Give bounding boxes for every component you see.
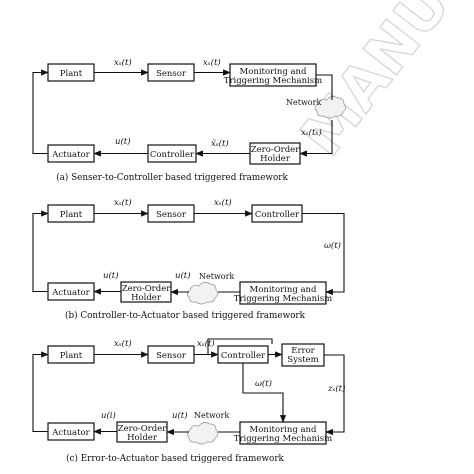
c-arrow-actuator-plant bbox=[32, 351, 49, 433]
c-actuator-block: Actuator bbox=[47, 422, 95, 441]
b-plant-block: Plant bbox=[47, 204, 95, 223]
c-actuator-label: Actuator bbox=[51, 428, 90, 438]
a-zoh-block: Zero-Order Holder bbox=[249, 142, 301, 165]
c-signal-zs: zₛ(t) bbox=[327, 383, 345, 394]
c-plant-label: Plant bbox=[60, 351, 83, 361]
c-signal-omega: ω(t) bbox=[255, 378, 272, 389]
a-monitor-block: Monitoring and Triggering Mechanism bbox=[224, 63, 322, 87]
a-network-label: Network bbox=[286, 98, 321, 107]
c-signal-xs-2: xₛ(t) bbox=[197, 338, 215, 349]
c-signal-u-1: u(t) bbox=[172, 410, 188, 421]
b-controller-block: Controller bbox=[251, 204, 303, 223]
b-signal-omega: ω(t) bbox=[324, 240, 341, 251]
b-zoh-block: Zero-Order Holder bbox=[120, 281, 172, 303]
b-plant-label: Plant bbox=[60, 210, 83, 220]
panel-a: Plant Sensor Monitoring and Triggering M… bbox=[32, 57, 347, 183]
c-link-sensor-error bbox=[207, 338, 273, 355]
c-network-label: Network bbox=[194, 411, 229, 420]
c-zoh-label-1: Zero-Order bbox=[118, 424, 167, 434]
a-sensor-label: Sensor bbox=[156, 69, 187, 79]
a-arrow-actuator-plant bbox=[32, 69, 49, 155]
panel-b: Plant Sensor Controller Monitoring and T… bbox=[32, 197, 345, 321]
c-caption: (c) Error-to-Actuator based triggered fr… bbox=[66, 453, 284, 464]
a-signal-xs-2: xₛ(t) bbox=[203, 57, 221, 68]
a-link-monitor-network bbox=[316, 74, 333, 100]
b-network-label: Network bbox=[199, 272, 234, 281]
c-arrow-controller-monitor bbox=[242, 363, 287, 423]
a-arrow-network-zoh bbox=[299, 120, 333, 157]
a-network-cloud-icon bbox=[314, 96, 347, 119]
a-zoh-label-2: Holder bbox=[260, 154, 291, 164]
a-signal-xs-1: xₛ(t) bbox=[114, 57, 132, 68]
a-actuator-label: Actuator bbox=[51, 150, 90, 160]
b-signal-u-1: u(t) bbox=[175, 270, 191, 281]
b-actuator-block: Actuator bbox=[47, 282, 95, 301]
c-signal-u-2: u(i) bbox=[101, 410, 116, 421]
a-plant-block: Plant bbox=[47, 63, 95, 82]
b-network-cloud-icon bbox=[186, 282, 219, 305]
b-arrow-controller-monitor bbox=[302, 212, 345, 296]
a-caption: (a) Senser-to-Controller based triggered… bbox=[56, 172, 288, 183]
c-signal-xs-1: xₛ(t) bbox=[114, 338, 132, 349]
c-error-label-1: Error bbox=[291, 346, 315, 356]
b-monitor-label-1: Monitoring and bbox=[250, 285, 317, 295]
b-sensor-label: Sensor bbox=[156, 210, 187, 220]
a-signal-xs-tilde: x̃ₛ(t) bbox=[211, 138, 229, 149]
c-sensor-label: Sensor bbox=[156, 351, 187, 361]
b-sensor-block: Sensor bbox=[147, 204, 195, 223]
a-zoh-label-1: Zero-Order bbox=[251, 145, 300, 155]
a-actuator-block: Actuator bbox=[47, 144, 95, 163]
panel-c: Plant Sensor Controller Error System Mon… bbox=[32, 338, 345, 464]
b-actuator-label: Actuator bbox=[51, 288, 90, 298]
a-plant-label: Plant bbox=[60, 69, 83, 79]
c-monitor-label-1: Monitoring and bbox=[250, 425, 317, 435]
b-zoh-label-2: Holder bbox=[131, 293, 162, 303]
b-signal-u-2: u(t) bbox=[103, 270, 119, 281]
c-controller-label: Controller bbox=[221, 351, 266, 361]
a-controller-block: Controller bbox=[147, 144, 197, 163]
b-signal-xs-2: xₛ(t) bbox=[214, 197, 232, 208]
c-zoh-block: Zero-Order Holder bbox=[116, 421, 168, 443]
c-arrow-error-monitor bbox=[324, 354, 345, 436]
a-monitor-label-2: Triggering Mechanism bbox=[224, 76, 322, 86]
c-sensor-block: Sensor bbox=[147, 345, 195, 364]
c-controller-block: Controller bbox=[217, 345, 269, 364]
a-signal-xs-tk: xₛ(tₖ) bbox=[301, 127, 322, 138]
c-network-cloud-icon bbox=[186, 422, 219, 445]
b-arrow-actuator-plant bbox=[32, 210, 49, 293]
a-monitor-label-1: Monitoring and bbox=[240, 67, 307, 77]
c-monitor-label-2: Triggering Mechanism bbox=[234, 434, 332, 444]
a-signal-u: u(t) bbox=[115, 136, 131, 147]
b-zoh-label-1: Zero-Order bbox=[122, 284, 171, 294]
b-signal-xs-1: xₛ(t) bbox=[114, 197, 132, 208]
b-monitor-block: Monitoring and Triggering Mechanism bbox=[234, 281, 332, 305]
b-caption: (b) Controller-to-Actuator based trigger… bbox=[65, 310, 306, 321]
c-zoh-label-2: Holder bbox=[127, 433, 158, 443]
a-controller-label: Controller bbox=[150, 150, 195, 160]
c-plant-block: Plant bbox=[47, 345, 95, 364]
a-sensor-block: Sensor bbox=[147, 63, 195, 82]
c-monitor-block: Monitoring and Triggering Mechanism bbox=[234, 421, 332, 445]
b-controller-label: Controller bbox=[255, 210, 300, 220]
c-error-label-2: System bbox=[287, 355, 319, 365]
b-monitor-label-2: Triggering Mechanism bbox=[234, 294, 332, 304]
c-error-system-block: Error System bbox=[281, 343, 325, 367]
